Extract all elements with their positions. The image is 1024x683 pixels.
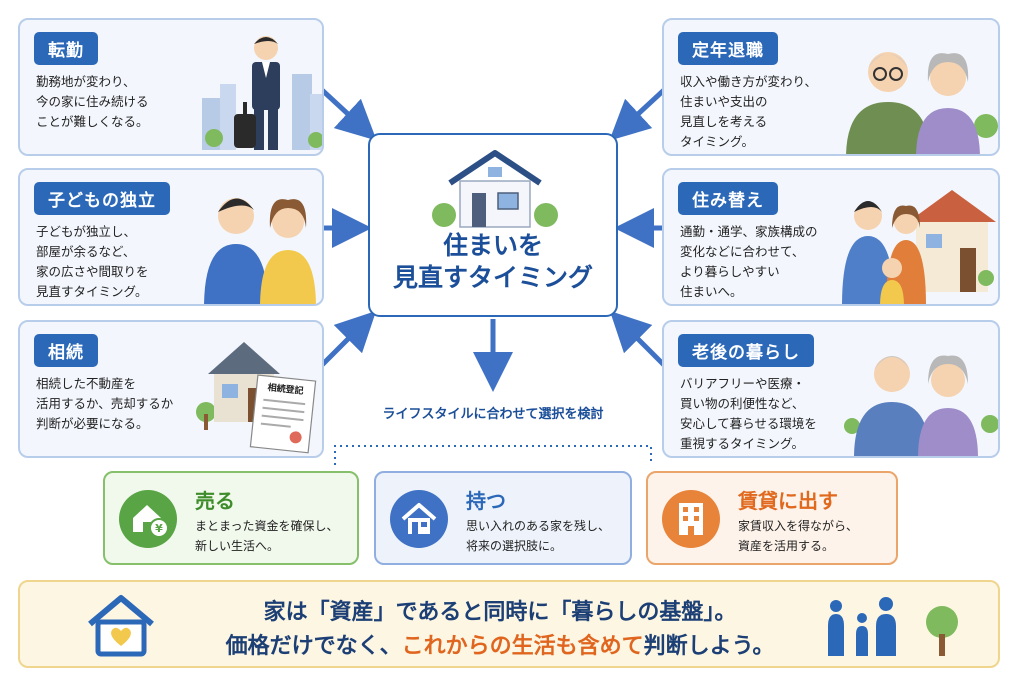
card-independence: 子どもの独立 子どもが独立し、 部屋が余るなど、 家の広さや間取りを 見直すタイ… [18,168,324,306]
option-connector [334,445,652,465]
summary-line-1: 家は「資産」であると同時に「暮らしの基盤」。 [263,600,737,625]
option-sell: ¥ 売る まとまった資金を確保し、 新しい生活へ。 [103,471,359,565]
apartment-icon [662,490,720,548]
option-title: 持つ [466,489,506,513]
option-rent: 賃貸に出す 家賃収入を得ながら、 資産を活用する。 [646,471,898,565]
card-desc: 勤務地が変わり、 今の家に住み続ける ことが難しくなる。 [36,74,149,129]
elderly-couple-icon [846,52,998,154]
card-tag: 転勤 [34,32,98,65]
arrow-senior [609,310,666,367]
summary-line-2-end: 判断しよう。 [643,634,775,659]
option-desc: まとまった資金を確保し、 新しい生活へ。 [195,519,339,553]
card-tag: 相続 [34,334,98,367]
card-tag: 住み替え [678,182,778,215]
center-title: 住まいを 見直すタイミング [392,231,593,292]
card-desc: 通勤・通学、家族構成の 変化などに合わせて、 より暮らしやすい 住まいへ。 [680,224,818,299]
card-desc: 相続した不動産を 活用するか、売却するか 判断が必要になる。 [36,376,174,431]
option-desc: 思い入れのある家を残し、 将来の選択肢に。 [466,519,611,553]
arrow-inheritance [320,310,377,367]
option-keep: 持つ 思い入れのある家を残し、 将来の選択肢に。 [374,471,632,565]
option-desc: 家賃収入を得ながら、 資産を活用する。 [738,519,859,553]
house-heart-icon [88,595,154,657]
option-title: 賃貸に出す [738,489,838,513]
arrow-transfer [320,88,377,141]
card-tag: 定年退職 [678,32,778,65]
young-adults-icon [204,198,316,304]
card-desc: 子どもが独立し、 部屋が余るなど、 家の広さや間取りを 見直すタイミング。 [36,224,149,299]
card-desc: バリアフリーや医療・ 買い物の利便性など、 安心して暮らせる環境を 重視するタイ… [680,376,817,451]
card-tag: 子どもの独立 [34,182,170,215]
card-desc: 収入や働き方が変わり、 住まいや支出の 見直しを考える タイミング。 [680,74,818,149]
center-panel: 住まいを 見直すタイミング [368,133,618,317]
document-label: 相続登記 [267,381,304,397]
house-icon [432,150,558,228]
arrow-retirement [609,88,666,141]
family-with-house-icon [842,190,996,304]
summary-banner: 家は「資産」であると同時に「暮らしの基盤」。 価格だけでなく、これからの生活も含… [18,580,1000,668]
summary-highlight: これからの生活も含めて [401,634,644,659]
house-icon [390,490,448,548]
card-tag: 老後の暮らし [678,334,814,367]
house-with-document-icon: 相続登記 [196,342,317,454]
businessman-with-suitcase-icon [202,36,322,150]
family-icon [828,597,958,656]
card-transfer: 転勤 勤務地が変わり、 今の家に住み続ける ことが難しくなる。 [18,18,324,156]
card-senior: 老後の暮らし バリアフリーや医療・ 買い物の利便性など、 安心して暮らせる環境を… [662,320,1000,458]
card-inheritance: 相続 相続した不動産を 活用するか、売却するか 判断が必要になる。 相続登記 [18,320,324,458]
svg-text:¥: ¥ [155,522,163,535]
house-yen-icon: ¥ [119,490,177,548]
option-title: 売る [195,489,235,513]
summary-line-2: 価格だけでなく、これからの生活も含めて判断しよう。 [150,628,850,660]
hint-text: ライフスタイルに合わせて選択を検討 [382,407,604,422]
card-relocation: 住み替え 通勤・通学、家族構成の 変化などに合わせて、 より暮らしやすい 住まい… [662,168,1000,306]
summary-line-2-start: 価格だけでなく、 [225,634,402,659]
elderly-couple-icon [844,355,998,456]
card-retirement: 定年退職 収入や働き方が変わり、 住まいや支出の 見直しを考える タイミング。 [662,18,1000,156]
